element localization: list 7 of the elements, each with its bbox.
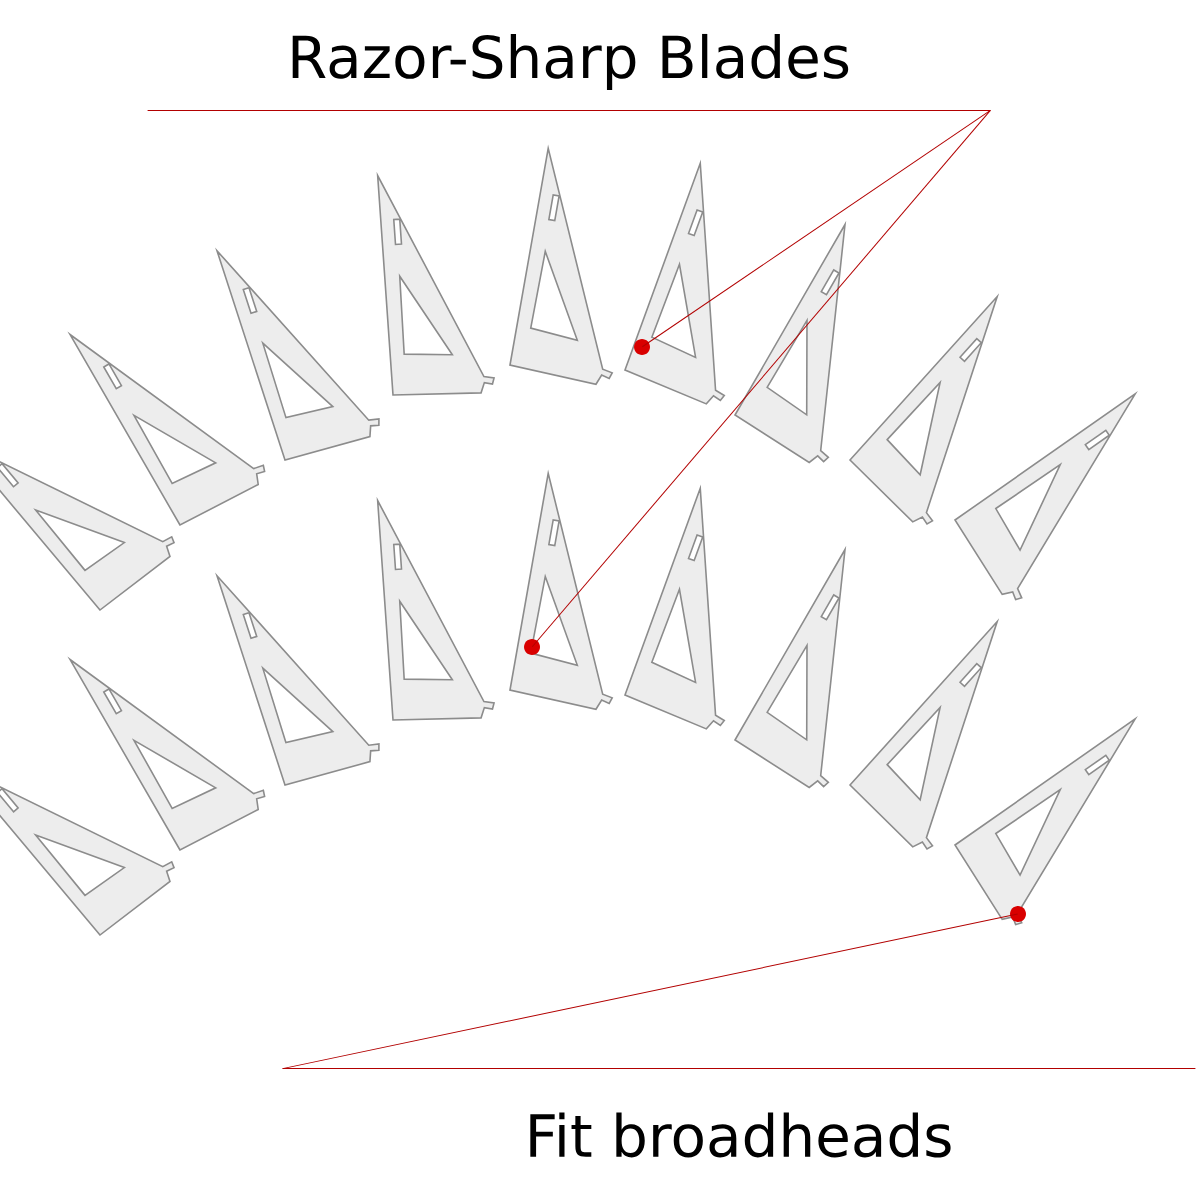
leader-line (282, 913, 1019, 1070)
marker-dot (524, 639, 540, 655)
callout-label: Razor-Sharp Blades (147, 33, 991, 111)
leader-line (531, 109, 991, 648)
callout-label: Fit broadheads (282, 1068, 1196, 1158)
marker-dot (1010, 906, 1026, 922)
marker-dot (634, 339, 650, 355)
